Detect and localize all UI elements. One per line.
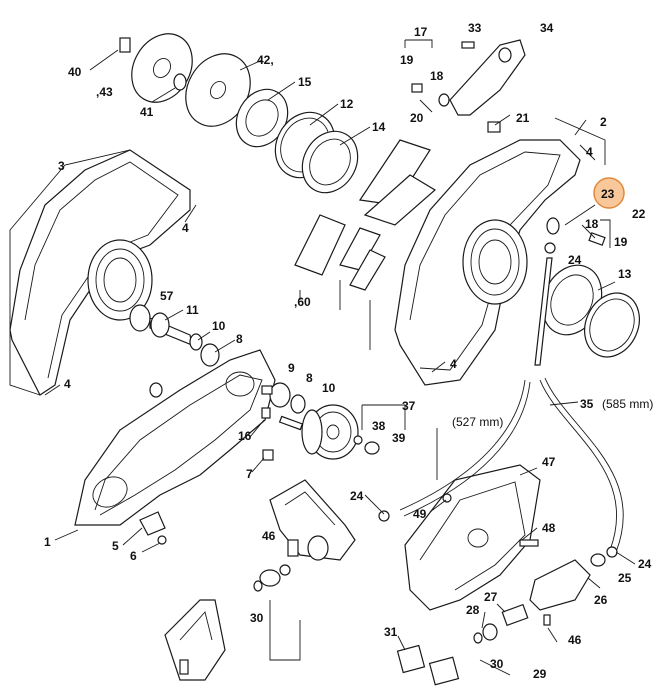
fittings-parts-27-31 <box>396 603 529 686</box>
label-5: 5 <box>112 539 119 553</box>
label-38: 38 <box>372 419 386 433</box>
label-24-mid: 24 <box>350 489 364 503</box>
screws-parts-5-7-16 <box>139 407 304 545</box>
label-49: 49 <box>413 507 427 521</box>
bracket-parts-33-34 <box>411 39 526 133</box>
label-46-right: 46 <box>568 633 582 647</box>
belt-guard-part-47 <box>404 464 541 611</box>
label-29: 29 <box>533 667 547 681</box>
label-26: 26 <box>594 593 608 607</box>
label-47: 47 <box>542 455 556 469</box>
washer-stack-parts-40-43 <box>119 33 359 194</box>
label-9: 9 <box>288 361 295 375</box>
label-34: 34 <box>540 21 554 35</box>
length-note-585: (585 mm) <box>602 397 653 411</box>
length-note-527: (527 mm) <box>452 415 503 429</box>
label-28: 28 <box>466 603 480 617</box>
label-set-part-60 <box>294 139 437 350</box>
label-48: 48 <box>542 521 556 535</box>
label-16: 16 <box>238 429 252 443</box>
group-brackets <box>9 39 611 676</box>
label-24-right: 24 <box>638 557 652 571</box>
hose-part-35 <box>378 377 624 553</box>
bottom-left-bracket <box>164 599 226 681</box>
label-2: 2 <box>600 115 607 129</box>
valve-parts-25-26 <box>529 546 618 626</box>
ring-parts-13 <box>541 264 640 358</box>
label-17: 17 <box>414 25 428 39</box>
label-19-top: 19 <box>400 53 414 67</box>
label-27: 27 <box>484 590 498 604</box>
label-46-left: 46 <box>262 529 276 543</box>
label-21: 21 <box>516 111 530 125</box>
label-14: 14 <box>372 120 386 134</box>
label-12: 12 <box>340 97 354 111</box>
label-43: ,43 <box>96 85 113 99</box>
label-41: 41 <box>140 105 154 119</box>
label-22: 22 <box>632 207 646 221</box>
right-guard-part-2 <box>394 139 581 386</box>
label-10-left: 10 <box>212 319 226 333</box>
label-25: 25 <box>618 571 632 585</box>
label-3: 3 <box>58 159 65 173</box>
label-30-left: 30 <box>250 611 264 625</box>
label-15: 15 <box>298 75 312 89</box>
label-10-right: 10 <box>322 381 336 395</box>
tensioner-bracket-part-46 <box>253 479 356 661</box>
left-guard-part-3 <box>9 149 191 396</box>
arm-housing-part-1 <box>74 349 276 526</box>
part-labels: 40 ,43 41 42, 15 12 14 3 4 ,60 57 11 10 … <box>44 21 653 681</box>
label-23: 23 <box>601 187 615 201</box>
label-60: ,60 <box>294 295 311 309</box>
label-33: 33 <box>468 21 482 35</box>
pulley-part-37 <box>301 404 380 460</box>
label-40: 40 <box>68 65 82 79</box>
label-4-bottom-right: 4 <box>450 357 457 371</box>
label-18-top: 18 <box>430 69 444 83</box>
label-18-right: 18 <box>585 217 599 231</box>
label-24-top: 24 <box>568 253 582 267</box>
label-19-right: 19 <box>614 235 628 249</box>
label-7: 7 <box>246 467 253 481</box>
label-39: 39 <box>392 431 406 445</box>
label-42: 42, <box>257 53 274 67</box>
label-20: 20 <box>410 111 424 125</box>
label-13: 13 <box>618 267 632 281</box>
label-31: 31 <box>384 625 398 639</box>
label-57: 57 <box>160 289 174 303</box>
label-4-top-left: 4 <box>182 221 189 235</box>
label-1: 1 <box>44 535 51 549</box>
highlight-marker-23 <box>593 177 625 209</box>
label-30-right: 30 <box>490 657 504 671</box>
leader-lines <box>44 49 636 651</box>
shaft-parts-8-11-57 <box>129 304 306 414</box>
label-8-right: 8 <box>306 371 313 385</box>
label-35: 35 <box>580 397 594 411</box>
label-11: 11 <box>186 303 199 317</box>
label-4-bottom-left: 4 <box>64 377 71 391</box>
label-6: 6 <box>130 549 137 563</box>
label-4-top-right: 4 <box>586 145 593 159</box>
label-8-left: 8 <box>236 332 243 346</box>
label-37: 37 <box>402 399 416 413</box>
